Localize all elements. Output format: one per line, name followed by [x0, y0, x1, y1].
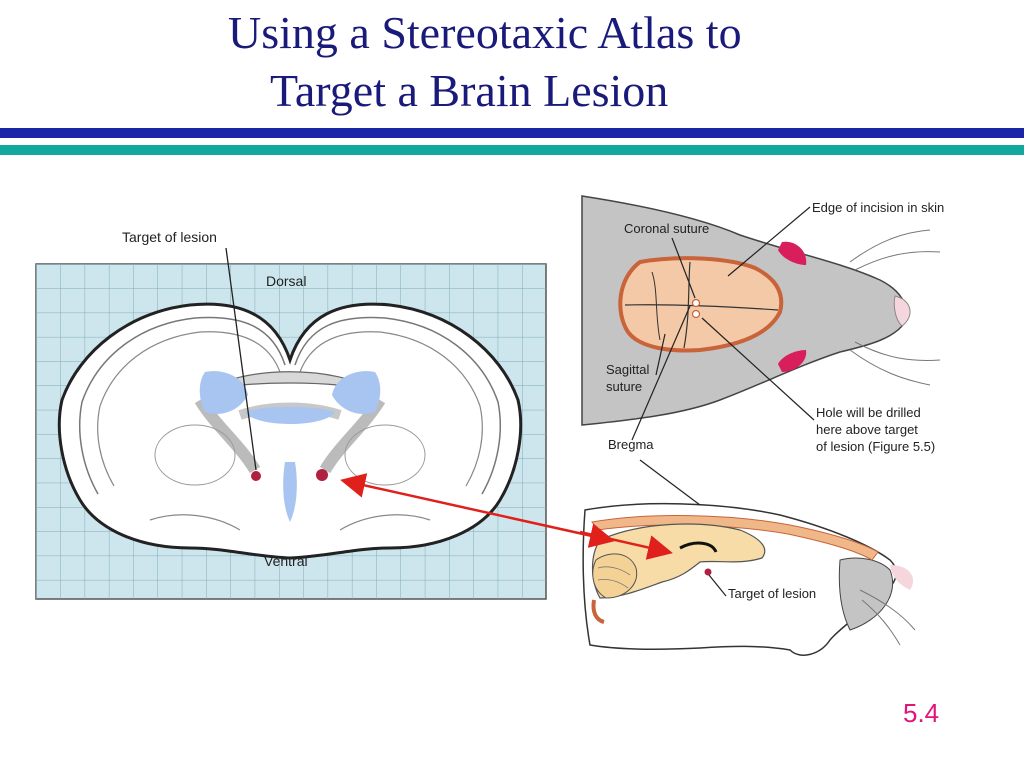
skull-plate: [618, 256, 784, 353]
third-ventricle: [283, 462, 297, 522]
title-line-1: Using a Stereotaxic Atlas to: [228, 7, 742, 58]
hole-label-line3: of lesion (Figure 5.5): [816, 439, 936, 454]
coronal-suture-label: Coronal suture: [624, 221, 710, 236]
ventral-label: Ventral: [264, 553, 308, 569]
lateral-ventricle-left: [199, 371, 248, 415]
skin-incision-label: Edge of incision in skin: [812, 200, 945, 215]
title-rule-blue: [0, 128, 1024, 138]
nose: [893, 295, 911, 327]
lesion-target-left: [251, 471, 261, 481]
bregma-label: Bregma: [608, 437, 654, 452]
ear-upper: [778, 241, 807, 265]
third-ventricle-upper: [245, 406, 335, 424]
hole-label-line2: here above target: [816, 422, 918, 437]
snout: [838, 557, 894, 631]
bregma-leader-line: [639, 459, 701, 506]
coronal-target-label: Target of lesion: [122, 229, 217, 245]
target-leader-line-sagittal: [708, 574, 727, 597]
nose-sagittal: [890, 565, 914, 590]
ear-lower: [778, 350, 807, 372]
sagittal-view: [582, 459, 916, 656]
page-number: 5.4: [903, 698, 940, 728]
sagittal-suture-label-line1: Sagittal: [606, 362, 650, 377]
hole-label-line1: Hole will be drilled: [816, 405, 921, 420]
lateral-ventricle-right: [332, 371, 381, 415]
coronal-section: [35, 247, 547, 600]
sagittal-suture-label-line2: suture: [606, 379, 643, 394]
dorsal-label: Dorsal: [266, 273, 307, 289]
slide-title: Using a Stereotaxic Atlas to Target a Br…: [0, 4, 1024, 120]
bregma-hole-upper: [691, 298, 701, 308]
coronal-suture: [683, 261, 691, 349]
correspondence-arrow-inner: [579, 530, 673, 560]
title-line-2: Target a Brain Lesion: [270, 65, 669, 116]
cerebellum: [592, 553, 638, 599]
title-rule-teal: [0, 145, 1024, 155]
lesion-target-right: [316, 469, 328, 481]
sagittal-target-label: Target of lesion: [728, 586, 817, 601]
skull-top-view: [581, 195, 941, 441]
target-leader-line-coronal: [225, 247, 257, 471]
lesion-target-sagittal: [704, 568, 712, 576]
correspondence-arrow: [340, 473, 615, 548]
bregma-hole-lower: [691, 309, 701, 319]
